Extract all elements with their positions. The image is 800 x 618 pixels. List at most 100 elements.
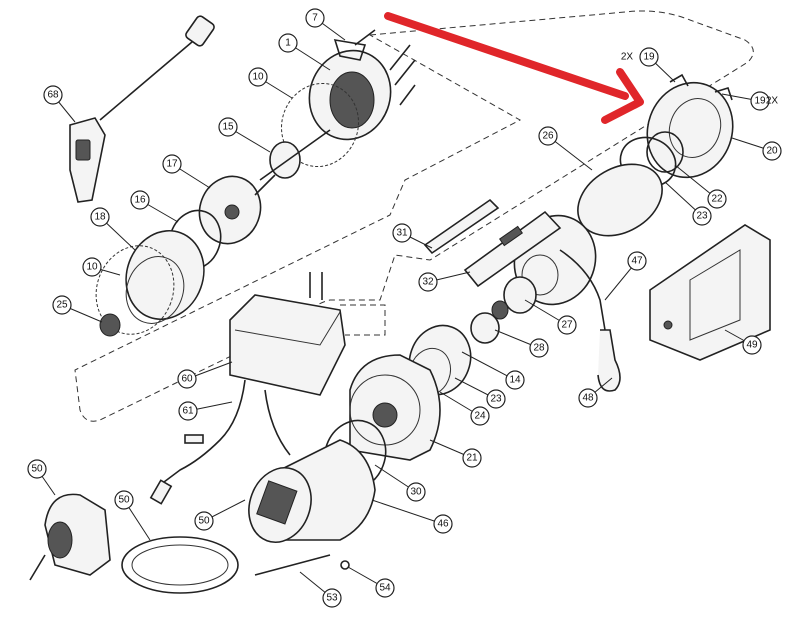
callout-circle	[218, 117, 238, 137]
callout-number: 21	[466, 453, 478, 464]
callout-23: 23	[664, 181, 712, 226]
callout-25: 25	[52, 295, 103, 323]
callout-number: 14	[509, 375, 521, 386]
callout-number: 60	[181, 374, 193, 385]
callout-27: 27	[524, 299, 577, 335]
callout-number: 49	[746, 340, 758, 351]
callout-number: 30	[410, 487, 422, 498]
gear-housing-1	[308, 29, 416, 141]
callout-circle	[392, 223, 412, 243]
callout-31: 31	[392, 223, 433, 249]
callout-circle	[248, 67, 268, 87]
callout-number: 23	[490, 394, 502, 405]
callout-circle	[375, 578, 395, 598]
callout-number: 10	[252, 72, 264, 83]
callout-number: 10	[86, 262, 98, 273]
callout-46: 46	[371, 499, 453, 534]
cable-53	[254, 554, 331, 576]
hook-48	[559, 249, 621, 392]
callout-28: 28	[494, 329, 549, 358]
callout-circle	[538, 126, 558, 146]
callout-circle	[52, 295, 72, 315]
callout-47: 47	[604, 251, 647, 301]
fairlead-49	[649, 224, 771, 361]
callout-circle	[762, 141, 782, 161]
callout-number: 1	[285, 38, 291, 49]
brake-27	[491, 276, 537, 320]
callout-circle	[278, 33, 298, 53]
callout-circle	[639, 47, 659, 67]
callout-circle	[90, 207, 110, 227]
boundary-bracket	[340, 304, 386, 336]
motor-end-50	[29, 493, 111, 581]
callout-number: 19	[643, 52, 655, 63]
callout-number: 7	[312, 13, 318, 24]
wiring-61	[149, 379, 291, 505]
callout-number: 50	[198, 516, 210, 527]
callout-number: 46	[437, 519, 449, 530]
callout-number: 25	[56, 300, 68, 311]
callout-1: 1	[278, 33, 331, 71]
callout-circle	[162, 154, 182, 174]
leader-line	[371, 499, 444, 525]
callout-number: 26	[542, 131, 554, 142]
gasket-10	[281, 82, 359, 168]
callout-48: 48	[578, 377, 613, 408]
callout-circle	[406, 482, 426, 502]
callout-circle	[27, 459, 47, 479]
callout-53: 53	[299, 571, 342, 608]
callout-circle	[177, 369, 197, 389]
callout-number: 15	[222, 122, 234, 133]
callout-number: 61	[182, 406, 194, 417]
callout-circle	[418, 272, 438, 292]
quantity-label: 2X	[621, 52, 634, 63]
callout-number: 47	[631, 256, 643, 267]
planet-gear-15	[259, 129, 331, 181]
callout-number: 28	[533, 343, 545, 354]
gasket-10b	[95, 245, 175, 335]
callout-number: 19	[754, 96, 766, 107]
callout-50: 50	[114, 490, 151, 541]
callout-number: 50	[31, 464, 43, 475]
callout-61: 61	[178, 401, 233, 421]
callout-50: 50	[194, 499, 246, 531]
callout-circle	[557, 315, 577, 335]
callout-7: 7	[305, 8, 346, 41]
callout-20: 20	[731, 137, 782, 161]
assembly-boundary	[74, 10, 754, 422]
callout-circle	[505, 370, 525, 390]
callout-number: 16	[134, 195, 146, 206]
callout-number: 24	[474, 411, 486, 422]
bushing-22	[646, 131, 684, 173]
ring-gear-18	[125, 229, 205, 324]
callout-number: 22	[711, 194, 723, 205]
callout-16: 16	[130, 190, 179, 223]
callout-circle	[114, 490, 134, 510]
callout-19: 19 2X	[621, 47, 676, 83]
clip-54	[340, 560, 350, 570]
callout-23: 23	[454, 377, 506, 409]
callout-21: 21	[429, 439, 482, 468]
callout-circle	[194, 511, 214, 531]
coupler-28	[470, 312, 500, 344]
main-housing-21	[349, 354, 441, 461]
callout-14: 14	[461, 351, 525, 390]
callout-circle	[130, 190, 150, 210]
callout-number: 18	[94, 212, 106, 223]
callout-circle	[43, 85, 63, 105]
callout-circle	[462, 448, 482, 468]
callout-circle	[529, 338, 549, 358]
control-box-60	[229, 272, 346, 396]
callout-number: 48	[582, 393, 594, 404]
callout-30: 30	[374, 464, 426, 502]
callout-number: 53	[326, 593, 338, 604]
sun-gear-25	[99, 313, 121, 337]
callout-26: 26	[538, 126, 593, 171]
callout-number: 32	[422, 277, 434, 288]
callout-circle	[742, 335, 762, 355]
callout-54: 54	[347, 566, 395, 598]
callout-number: 50	[118, 495, 130, 506]
